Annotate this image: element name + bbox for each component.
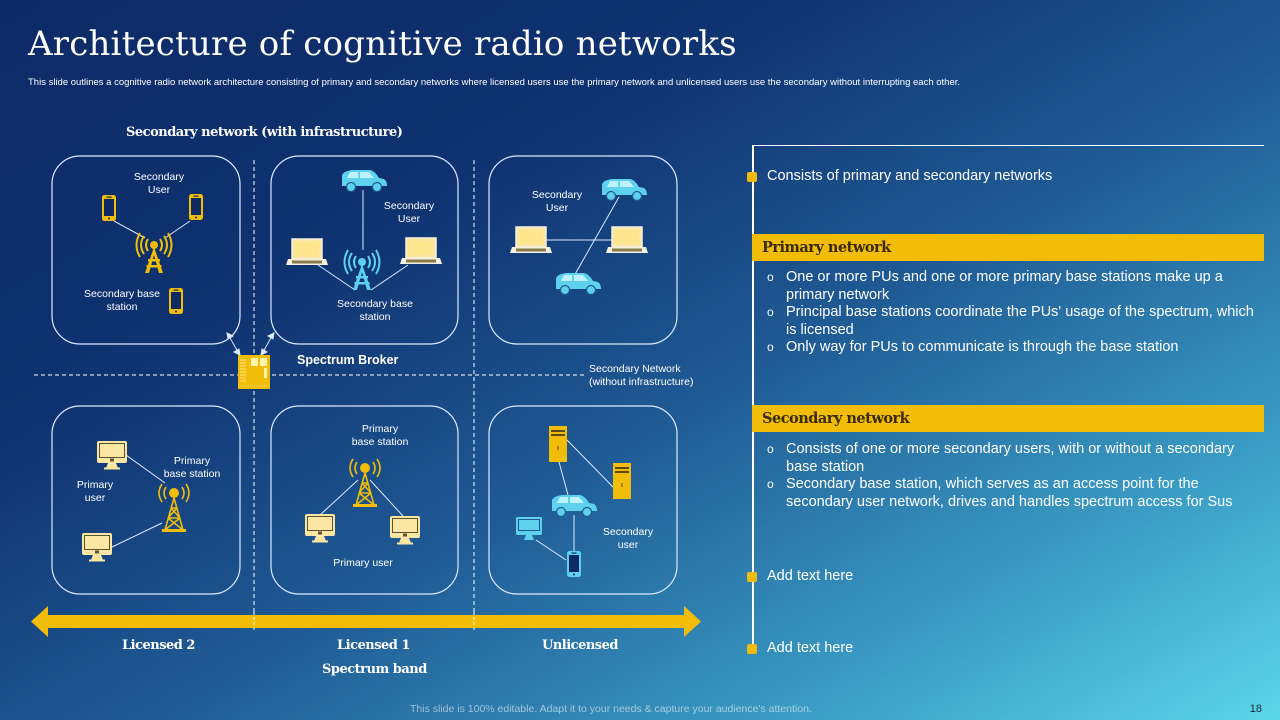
- bottom-left-station-label: Primary base station: [163, 455, 221, 480]
- timeline-point-marker: [747, 572, 757, 582]
- description-panel: Consists of primary and secondary networ…: [747, 145, 1264, 656]
- desktop-monitor-icon: [304, 513, 336, 543]
- list-item: Principal base stations coordinate the P…: [766, 304, 1261, 339]
- car-icon: [555, 272, 602, 296]
- point-1-text: Consists of primary and secondary networ…: [767, 168, 1053, 184]
- slide-subtitle: This slide outlines a cognitive radio ne…: [28, 77, 961, 88]
- band-unlicensed: Unlicensed: [542, 638, 618, 653]
- laptop-icon: [605, 226, 649, 254]
- phone-icon: [102, 195, 116, 221]
- desktop-monitor-icon: [516, 517, 542, 540]
- radio-tower-icon: [135, 232, 173, 274]
- bottom-left-user-label: Primary user: [76, 479, 114, 504]
- box-top-middle: [270, 155, 459, 345]
- spectrum-broker-chip-icon: [238, 355, 270, 389]
- timeline-point-marker: [747, 172, 757, 182]
- phone-icon: [567, 551, 581, 577]
- primary-network-heading: Primary network: [762, 239, 891, 256]
- timeline-point-marker: [747, 644, 757, 654]
- list-item: Only way for PUs to communicate is throu…: [766, 339, 1261, 357]
- desktop-monitor-icon: [96, 440, 128, 470]
- bottom-right-user-label: Secondary user: [602, 526, 654, 551]
- top-left-user-label: Secondary User: [133, 171, 185, 196]
- spectrum-broker-label: Spectrum Broker: [297, 353, 399, 367]
- primary-network-banner: Primary network: [752, 234, 1264, 261]
- slide-title: Architecture of cognitive radio networks: [28, 24, 737, 64]
- laptop-icon: [509, 226, 553, 254]
- point-2-text: Add text here: [767, 568, 854, 584]
- list-item: One or more PUs and one or more primary …: [766, 269, 1261, 304]
- no-infra-network-label: Secondary Network (without infrastructur…: [589, 363, 694, 388]
- spectrum-band-arrow: [31, 606, 701, 637]
- top-middle-user-label: Secondary User: [383, 200, 435, 225]
- list-item: Consists of one or more secondary users,…: [766, 441, 1261, 476]
- top-right-user-label: Secondary User: [531, 189, 583, 214]
- secondary-network-list: Consists of one or more secondary users,…: [766, 441, 1261, 511]
- laptop-icon: [399, 237, 443, 265]
- phone-icon: [189, 194, 203, 220]
- radio-tower-icon: [343, 249, 381, 291]
- bottom-middle-user-label: Primary user: [333, 557, 393, 569]
- point-3-text: Add text here: [767, 640, 854, 656]
- server-icon: [549, 426, 567, 462]
- laptop-icon: [285, 238, 329, 266]
- top-left-station-label: Secondary base station: [84, 288, 160, 313]
- desktop-monitor-icon: [389, 515, 421, 545]
- primary-network-list: One or more PUs and one or more primary …: [766, 269, 1261, 357]
- car-icon: [601, 178, 648, 202]
- box-top-right: [488, 155, 678, 345]
- page-number: 18: [1249, 703, 1262, 715]
- box-top-left: [51, 155, 241, 345]
- spectrum-band-label: Spectrum band: [322, 662, 427, 677]
- footer-note: This slide is 100% editable. Adapt it to…: [410, 703, 812, 715]
- band-licensed-2: Licensed 2: [122, 638, 195, 653]
- top-middle-station-label: Secondary base station: [337, 298, 413, 323]
- car-icon: [341, 169, 388, 193]
- desktop-monitor-icon: [81, 532, 113, 562]
- box-bottom-middle: [270, 405, 459, 595]
- secondary-infra-heading: Secondary network (with infrastructure): [126, 125, 403, 140]
- car-icon: [551, 494, 598, 518]
- band-licensed-1: Licensed 1: [337, 638, 410, 653]
- box-bottom-right: [488, 405, 678, 595]
- timeline-line: [752, 145, 754, 650]
- panel-top-divider: [752, 145, 1264, 146]
- secondary-network-heading: Secondary network: [762, 410, 910, 427]
- lattice-tower-icon: [158, 483, 190, 533]
- bottom-middle-station-label: Primary base station: [351, 423, 409, 448]
- list-item: Secondary base station, which serves as …: [766, 476, 1261, 511]
- server-icon: [613, 463, 631, 499]
- box-bottom-left: [51, 405, 241, 595]
- secondary-network-banner: Secondary network: [752, 405, 1264, 432]
